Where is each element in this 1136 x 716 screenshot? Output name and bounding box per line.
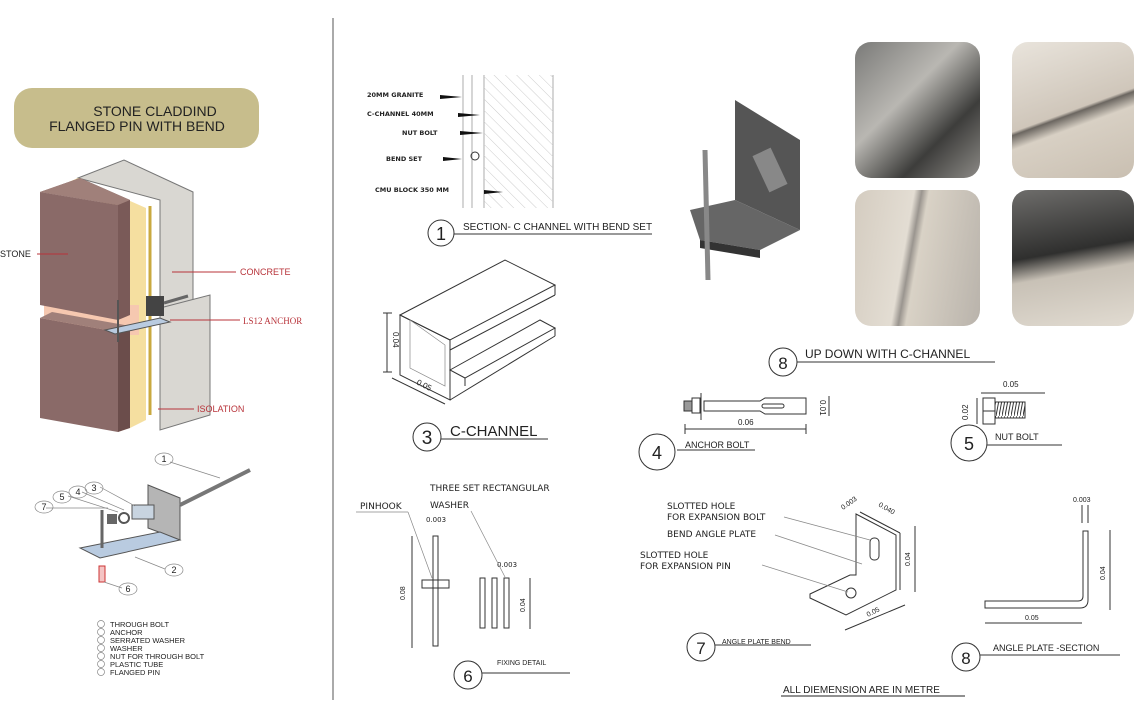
callout-6: 6 <box>125 584 130 594</box>
detail-caption: ANCHOR BOLT <box>685 440 750 450</box>
detail-caption: SECTION- C CHANNEL WITH BEND SET <box>463 222 652 233</box>
callout-4: 4 <box>75 487 80 497</box>
legend-item: SERRATED WASHER <box>110 636 186 645</box>
label-stone: STONE <box>0 249 31 259</box>
parts-legend: THROUGH BOLT ANCHOR SERRATED WASHER WASH… <box>97 620 205 677</box>
label-concrete: CONCRETE <box>240 267 291 277</box>
title-banner: STONE CLADDIND FLANGED PIN WITH BEND <box>14 88 259 148</box>
angle-label: BEND ANGLE PLATE <box>667 530 756 540</box>
anchor-bolt-drawing <box>683 393 830 434</box>
caption-c-channel: 3 C-CHANNEL <box>412 422 548 452</box>
caption-fixing-detail: 6 FIXING DETAIL <box>453 660 570 690</box>
legend-item: FLANGED PIN <box>110 668 160 677</box>
dim-thickness: 0.003 <box>426 516 446 524</box>
angle-label: FOR EXPANSION PIN <box>640 562 731 572</box>
caption-angle-section: 8 ANGLE PLATE -SECTION <box>951 642 1120 672</box>
callout-1: 1 <box>161 454 166 464</box>
section-label: 20MM GRANITE <box>367 91 423 99</box>
detail-number: 8 <box>961 649 970 668</box>
exploded-anchor-drawing: 1 2 3 4 5 6 7 <box>34 452 251 596</box>
units-note: ALL DIEMENSION ARE IN METRE <box>783 685 940 696</box>
detail-caption: C-CHANNEL <box>450 423 538 440</box>
section-label: BEND SET <box>386 155 423 163</box>
callout-5: 5 <box>59 492 64 502</box>
photo-cladding-top <box>1012 42 1134 178</box>
label-ls12-anchor: LS12 ANCHOR <box>243 316 302 326</box>
angle-plate-drawing: SLOTTED HOLE FOR EXPANSION BOLT BEND ANG… <box>640 496 916 631</box>
callout-7: 7 <box>41 502 46 512</box>
dim-thickness: 0.003 <box>840 496 858 512</box>
dim-height: 0.02 <box>961 404 970 420</box>
dim-width: 0.040 <box>877 502 896 517</box>
pinhook-label: PINHOOK <box>360 502 403 512</box>
section-c-channel-drawing: 20MM GRANITE C-CHANNEL 40MM NUT BOLT BEN… <box>367 75 554 208</box>
dim-length: 0.05 <box>1003 380 1019 389</box>
caption-anchor-bolt: 4 ANCHOR BOLT <box>638 433 755 471</box>
dim-height: 0.04 <box>905 552 912 566</box>
legend-item: NUT FOR THROUGH BOLT <box>110 652 205 661</box>
dim-length: 0.05 <box>1025 615 1039 622</box>
label-isolation: ISOLATION <box>197 404 244 414</box>
bracket-render <box>690 100 800 281</box>
legend-item: ANCHOR <box>110 628 143 637</box>
detail-caption: UP DOWN WITH C-CHANNEL <box>805 347 970 361</box>
dim-height: 0.04 <box>391 332 400 348</box>
detail-caption: FIXING DETAIL <box>497 660 546 667</box>
detail-number: 1 <box>436 224 446 244</box>
dim-length: 0.05 <box>866 606 881 618</box>
caption-angle-plate-bend: 7 ANGLE PLATE BEND <box>686 632 811 662</box>
caption-photos: 8 UP DOWN WITH C-CHANNEL <box>768 347 995 377</box>
dim-height: 0.08 <box>400 586 407 600</box>
nut-bolt-drawing <box>976 392 1045 425</box>
dim-height: 0.04 <box>1100 566 1107 580</box>
section-label: NUT BOLT <box>402 129 438 137</box>
callout-2: 2 <box>171 565 176 575</box>
detail-number: 5 <box>964 434 974 454</box>
c-channel-drawing <box>383 259 557 405</box>
dim-thickness: 0.003 <box>497 561 517 569</box>
callout-3: 3 <box>91 483 96 493</box>
angle-label: SLOTTED HOLE <box>667 502 736 512</box>
fixing-detail-drawing: THREE SET RECTANGULAR WASHER PINHOOK 0.0… <box>356 484 550 648</box>
dim-height: 0.04 <box>520 598 527 612</box>
detail-number: 3 <box>422 428 433 449</box>
dim-thickness: 0.003 <box>1073 497 1091 504</box>
title-line-1: STONE CLADDIND <box>93 103 216 119</box>
legend-item: THROUGH BOLT <box>110 620 169 629</box>
dim-diameter: 0.01 <box>818 400 827 416</box>
photo-cladding-channel <box>855 190 980 326</box>
legend-item: PLASTIC TUBE <box>110 660 163 669</box>
washer-label-1: THREE SET RECTANGULAR <box>429 484 550 494</box>
washer-label-2: WASHER <box>430 501 469 511</box>
detail-caption: ANGLE PLATE -SECTION <box>993 643 1099 653</box>
legend-item: WASHER <box>110 644 143 653</box>
isometric-cladding-drawing: STONE CONCRETE LS12 ANCHOR ISOLATION <box>0 159 302 432</box>
detail-caption: NUT BOLT <box>995 432 1039 442</box>
caption-nut-bolt: 5 NUT BOLT <box>950 424 1062 462</box>
section-label: C-CHANNEL 40MM <box>367 110 434 118</box>
title-line-2: FLANGED PIN WITH BEND <box>49 118 225 134</box>
detail-number: 4 <box>652 443 662 463</box>
angle-section-drawing: 0.003 0.04 0.05 <box>984 497 1111 624</box>
photo-cladding-bracket <box>1012 190 1134 326</box>
angle-label: FOR EXPANSION BOLT <box>667 513 766 523</box>
section-label: CMU BLOCK 350 MM <box>375 186 449 194</box>
detail-number: 8 <box>778 354 787 373</box>
detail-number: 7 <box>696 639 705 658</box>
caption-section-1: 1 SECTION- C CHANNEL WITH BEND SET <box>427 219 652 247</box>
angle-label: SLOTTED HOLE <box>640 551 709 561</box>
detail-number: 6 <box>463 667 472 686</box>
dim-length: 0.06 <box>738 418 754 427</box>
photo-bracket-closeup <box>855 42 980 178</box>
detail-caption: ANGLE PLATE BEND <box>722 639 791 646</box>
